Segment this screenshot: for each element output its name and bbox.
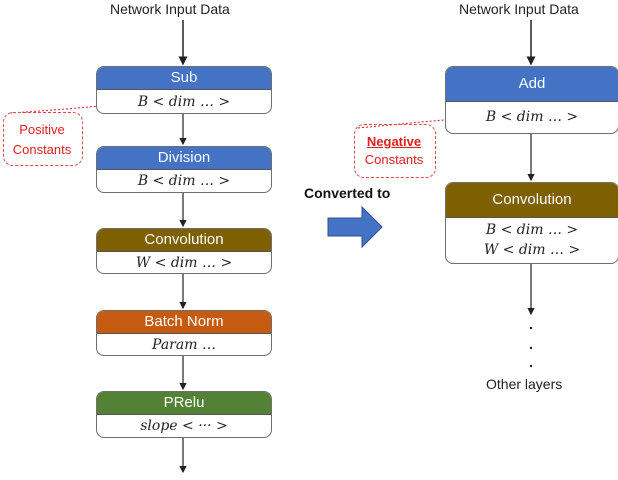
negative-constants-pointer	[357, 114, 483, 129]
negative-constants-box	[354, 124, 436, 178]
right-input-label: Network Input Data	[459, 1, 579, 17]
batch-norm-layer: Batch Norm Param …	[96, 310, 272, 356]
layer-param-weight: W < dim … >	[483, 242, 581, 258]
layer-name: Convolution	[97, 229, 271, 252]
left-input-label: Network Input Data	[110, 1, 230, 17]
layer-param: Param …	[152, 337, 216, 353]
converted-to-label: Converted to	[304, 185, 391, 201]
layer-name: Convolution	[446, 183, 618, 218]
sub-layer: Sub B < dim … >	[96, 66, 272, 114]
layer-name: Sub	[97, 67, 271, 90]
continuation-dot	[529, 326, 533, 330]
negative-constants-line1: Negative	[366, 134, 422, 149]
layer-name: Division	[97, 147, 271, 170]
layer-name: PRelu	[97, 392, 271, 415]
convolution-merged-layer: Convolution B < dim … > W < dim … >	[445, 182, 618, 264]
positive-constants-line1: Positive	[19, 122, 65, 137]
layer-name: Add	[446, 67, 618, 102]
layer-param: slope < ··· >	[140, 418, 228, 434]
negative-constants-line2: Constants	[364, 152, 424, 167]
positive-constants-box	[3, 112, 83, 166]
positive-constants-line2: Constants	[12, 142, 72, 157]
prelu-layer: PRelu slope < ··· >	[96, 391, 272, 438]
converted-to-arrow	[327, 205, 383, 249]
convolution-layer: Convolution W < dim … >	[96, 228, 272, 274]
continuation-dot	[529, 346, 533, 350]
layer-name: Batch Norm	[97, 311, 271, 334]
layer-param: W < dim … >	[135, 255, 233, 271]
layer-param: B < dim … >	[137, 94, 231, 110]
other-layers-label: Other layers	[486, 376, 563, 392]
layer-param: B < dim … >	[137, 173, 231, 189]
division-layer: Division B < dim … >	[96, 146, 272, 193]
layer-param-bias: B < dim … >	[485, 222, 579, 238]
layer-param: B < dim … >	[485, 109, 579, 125]
add-layer: Add B < dim … >	[445, 66, 618, 134]
continuation-dot	[529, 364, 533, 368]
